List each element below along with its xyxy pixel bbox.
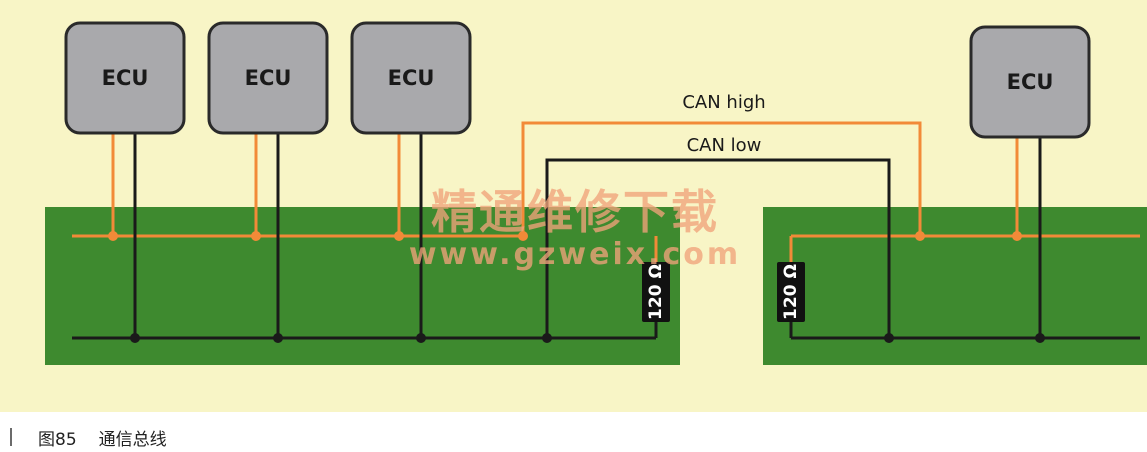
caption-marker xyxy=(10,428,12,446)
watermark-url: www.gzweix.com xyxy=(409,237,741,272)
termination-resistor-right: 120 Ω xyxy=(777,262,805,322)
can-low-label: CAN low xyxy=(687,135,762,156)
junction-dot xyxy=(884,333,894,343)
junction-dot xyxy=(394,231,404,241)
resistor-label-left: 120 Ω xyxy=(646,264,666,320)
junction-dot xyxy=(108,231,118,241)
junction-dot xyxy=(915,231,925,241)
junction-dot xyxy=(518,231,528,241)
can-high-label: CAN high xyxy=(682,92,765,113)
ecu-label: ECU xyxy=(1007,70,1054,94)
termination-resistor-left: 120 Ω xyxy=(642,262,670,322)
resistor-label-right: 120 Ω xyxy=(781,264,801,320)
ecu-box-1: ECU xyxy=(64,21,186,135)
ecu-label: ECU xyxy=(388,66,435,90)
junction-dot xyxy=(130,333,140,343)
figure-number: 图85 xyxy=(38,430,77,450)
junction-dot xyxy=(273,333,283,343)
can-low-bridge xyxy=(545,158,891,338)
junction-dot xyxy=(416,333,426,343)
junction-dot xyxy=(251,231,261,241)
board-right xyxy=(763,207,1147,365)
junction-dot xyxy=(542,333,552,343)
watermark-chinese: 精通维修下载 xyxy=(431,185,719,239)
figure-caption: 图85 通信总线 xyxy=(0,412,1147,452)
figure-title: 通信总线 xyxy=(98,430,167,450)
ecu-label: ECU xyxy=(102,66,149,90)
ecu-box-3: ECU xyxy=(350,21,472,135)
ecu-box-4: ECU xyxy=(969,25,1091,139)
caption-text: 图85 通信总线 xyxy=(38,425,189,450)
ecu-label: ECU xyxy=(245,66,292,90)
diagram-canvas: 120 Ω 120 Ω ECU ECU ECU ECU CAN high CAN… xyxy=(0,0,1147,412)
junction-dot xyxy=(1012,231,1022,241)
ecu-box-2: ECU xyxy=(207,21,329,135)
can-high-bridge xyxy=(521,121,922,236)
junction-dot xyxy=(1035,333,1045,343)
